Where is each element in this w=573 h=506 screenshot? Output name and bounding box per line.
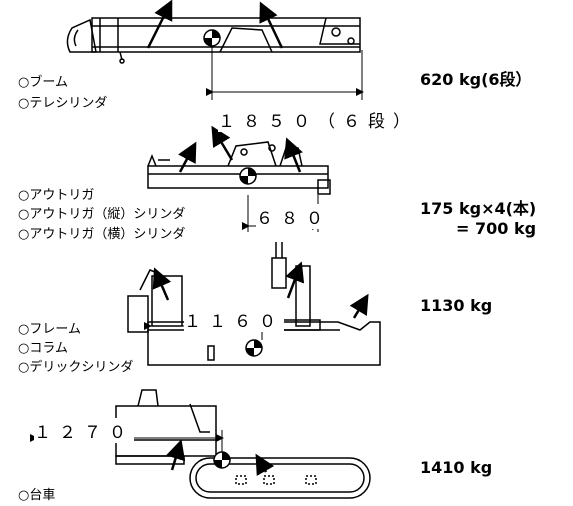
boom-center-of-gravity [203,29,221,47]
frame-dimension-label: １１６０ [184,307,284,332]
derrick-cylinder-part-label: ○デリックシリンダ [18,360,134,375]
carrier-dimension-label: １２７０ [34,418,134,443]
carrier-center-of-gravity [213,451,231,469]
frame-center-of-gravity [245,339,263,357]
outrigger-vertical-cylinder-label: ○アウトリガ（縦）シリンダ [18,207,186,222]
boom-weight: 620 kg(6段） [420,70,532,89]
column-part-label: ○コラム [18,341,68,356]
outrigger-weight-line-2: = 700 kg [456,219,537,238]
outrigger-part-label: ○アウトリガ [18,188,95,203]
outrigger-dimension-label: ６８０ [256,204,331,229]
outrigger-weight-line-1: 175 kg×4(本) [420,199,537,218]
boom-dimension-label: １８５０（６段） [218,107,418,132]
outrigger-horizontal-cylinder-label: ○アウトリガ（横）シリンダ [18,227,186,242]
boom-drawing [66,0,364,100]
tele-cylinder-part-label: ○テレシリンダ [18,96,108,111]
carrier-part-label: ○台車 [18,488,56,503]
outrigger-center-of-gravity [239,167,257,185]
carrier-weight: 1410 kg [420,458,493,477]
frame-part-label: ○フレーム [18,322,81,337]
boom-part-label: ○ブーム [18,75,68,90]
frame-weight: 1130 kg [420,296,493,315]
carrier-drawing [30,389,371,499]
